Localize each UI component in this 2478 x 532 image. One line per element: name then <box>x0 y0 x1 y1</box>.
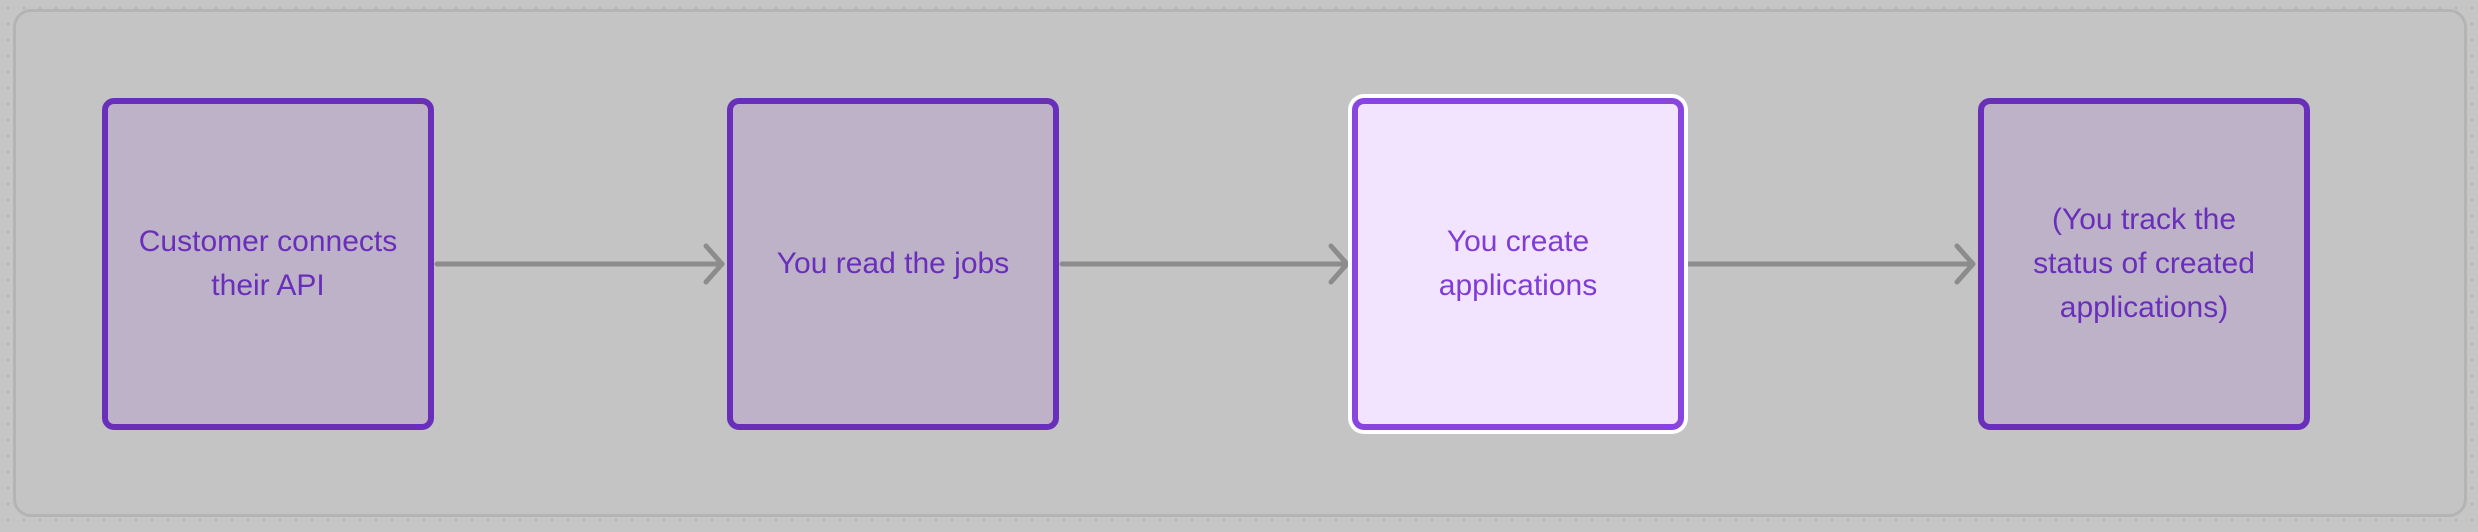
edge-customer-to-read-jobs[interactable] <box>434 243 725 285</box>
arrowhead-icon <box>1954 243 1976 285</box>
edge-create-applications-to-track-status[interactable] <box>1685 243 1976 285</box>
arrowhead-icon <box>1328 243 1350 285</box>
node-track-status[interactable]: (You track the status of created applica… <box>1978 98 2310 430</box>
node-customer-connects[interactable]: Customer connects their API <box>102 98 434 430</box>
node-read-jobs[interactable]: You read the jobs <box>727 98 1059 430</box>
edge-read-jobs-to-create-applications[interactable] <box>1059 243 1350 285</box>
node-label: Customer connects their API <box>138 225 398 302</box>
node-label: (You track the status of created applica… <box>2033 203 2255 324</box>
node-create-applications[interactable]: You create applications <box>1352 98 1684 430</box>
arrowhead-icon <box>703 243 725 285</box>
node-label: You read the jobs <box>776 247 1010 280</box>
node-label: You create applications <box>1438 225 1598 302</box>
